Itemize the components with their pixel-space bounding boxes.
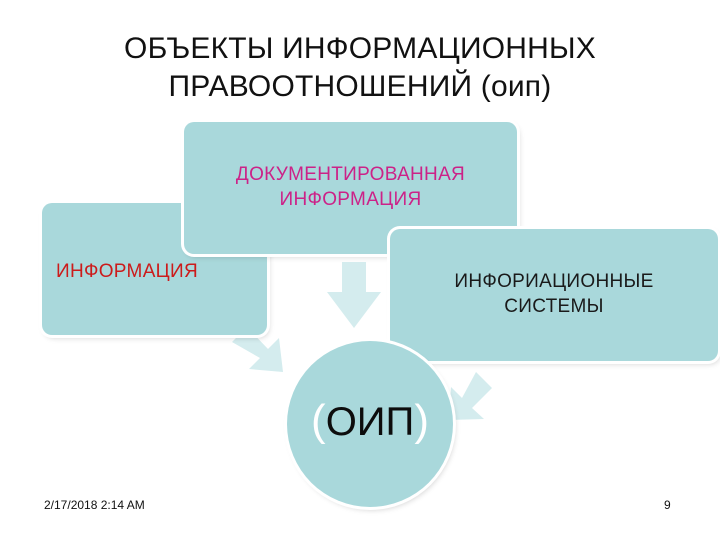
information-label: ИНФОРМАЦИЯ (56, 261, 198, 282)
systems-line-1: ИНФОРИАЦИОННЫЕ (454, 271, 654, 292)
documented-line-1: ДОКУМЕНТИРОВАННАЯ (235, 164, 466, 185)
arrow-from-systems (449, 372, 492, 420)
arrow-from-documented (327, 262, 381, 328)
information-systems-label: ИНФОРИАЦИОННЫЕ СИСТЕМЫ (390, 269, 718, 319)
close-paren: ) (414, 396, 429, 445)
information-box: ИНФОРМАЦИЯ (42, 203, 267, 335)
center-label: ОИП (325, 400, 415, 444)
open-paren: ( (311, 396, 326, 445)
arrow-from-information (232, 327, 283, 372)
systems-line-2: СИСТЕМЫ (504, 296, 604, 317)
page-number: 9 (664, 498, 671, 512)
title-line-1: ОБЪЕКТЫ ИНФОРМАЦИОННЫХ (124, 32, 596, 65)
center-circle-text: (ОИП) (287, 396, 453, 447)
documented-information-box: ДОКУМЕНТИРОВАННАЯ ИНФОРМАЦИЯ (184, 122, 517, 254)
footer-date: 2/17/2018 2:14 AM (44, 498, 145, 512)
documented-line-2: ИНФОРМАЦИЯ (279, 189, 422, 210)
slide-title: ОБЪЕКТЫ ИНФОРМАЦИОННЫХ ПРАВООТНОШЕНИЙ (о… (60, 30, 660, 106)
information-systems-box: ИНФОРИАЦИОННЫЕ СИСТЕМЫ (390, 229, 718, 361)
documented-information-label: ДОКУМЕНТИРОВАННАЯ ИНФОРМАЦИЯ (184, 162, 517, 212)
title-line-2: ПРАВООТНОШЕНИЙ (оип) (168, 70, 552, 103)
center-circle: (ОИП) (287, 341, 453, 507)
